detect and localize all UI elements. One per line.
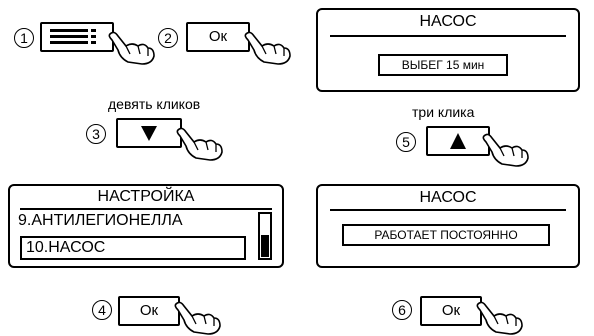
down-button[interactable]: [116, 118, 182, 148]
down-arrow-icon: [141, 126, 157, 141]
ok-button-step2[interactable]: Ок: [186, 22, 250, 52]
pointing-hand-icon: [176, 127, 223, 161]
pump-runout-screen: НАСОС ВЫБЕГ 15 мин: [316, 8, 580, 92]
step-number-2: 2: [158, 28, 178, 48]
pointing-hand-icon: [108, 31, 155, 65]
step-number-3: 3: [86, 124, 106, 144]
screen-title: НАСОС: [419, 13, 477, 30]
step5-hint: три клика: [412, 104, 475, 120]
step-number-5: 5: [396, 132, 416, 152]
menu-button[interactable]: [40, 22, 114, 52]
pump-continuous-screen: НАСОС РАБОТАЕТ ПОСТОЯННО: [316, 184, 580, 268]
up-arrow-icon: [450, 133, 466, 149]
screen-title: НАСОС: [419, 189, 477, 206]
step-number-4: 4: [92, 300, 112, 320]
menu-item-10-selected: 10.НАСОС: [20, 236, 246, 260]
step-number-1: 1: [14, 28, 34, 48]
menu-icon: [50, 29, 96, 44]
pointing-hand-icon: [244, 31, 291, 65]
step-number-6: 6: [392, 300, 412, 320]
scrollbar-thumb: [261, 234, 269, 257]
ok-button-step4[interactable]: Ок: [118, 296, 180, 326]
step3-hint: девять кликов: [108, 96, 201, 112]
scrollbar: [258, 212, 272, 260]
pump-mode-value: РАБОТАЕТ ПОСТОЯННО: [342, 224, 550, 246]
settings-screen: НАСТРОЙКА 9.АНТИЛЕГИОНЕЛЛА 10.НАСОС: [8, 184, 284, 268]
ok-button-step6[interactable]: Ок: [420, 296, 482, 326]
screen-title: НАСТРОЙКА: [97, 188, 195, 205]
pointing-hand-icon: [482, 133, 529, 167]
runout-value: ВЫБЕГ 15 мин: [378, 54, 508, 76]
pointing-hand-icon: [174, 301, 221, 335]
menu-item-9: 9.АНТИЛЕГИОНЕЛЛА: [18, 212, 183, 229]
divider: [20, 208, 272, 210]
divider: [330, 35, 566, 37]
up-button[interactable]: [426, 126, 490, 156]
divider: [330, 209, 566, 211]
pointing-hand-icon: [476, 301, 523, 335]
